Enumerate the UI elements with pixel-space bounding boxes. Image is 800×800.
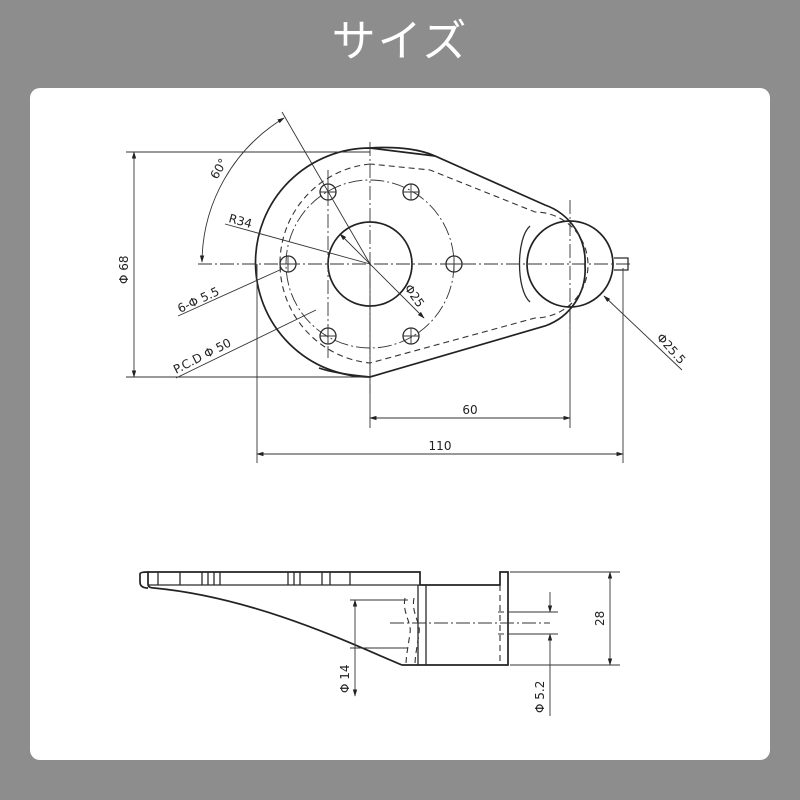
side-view: Φ 14 Φ 5.2 28 — [139, 571, 620, 716]
bolt-hole — [402, 327, 420, 345]
center-distance-label: 60 — [462, 403, 477, 417]
holes-label: 6-Φ 5.5 — [175, 284, 221, 315]
radius-label: R34 — [227, 211, 253, 231]
drawing-panel: 60° R34 Φ 68 6-Φ 5.5 P.C.D Φ 50 Φ25 Φ25.… — [30, 88, 770, 760]
height-label: 28 — [593, 611, 607, 626]
side-profile-outline — [147, 571, 509, 666]
hole-label: Φ 5.2 — [533, 681, 547, 713]
bore-label: Φ 14 — [338, 664, 352, 693]
bracket-outline — [254, 147, 586, 378]
width-label: Φ 68 — [117, 255, 131, 284]
pcd-label: P.C.D Φ 50 — [171, 336, 233, 377]
right-hole-label: Φ25.5 — [654, 331, 689, 367]
plan-view: 60° R34 Φ 68 6-Φ 5.5 P.C.D Φ 50 Φ25 Φ25.… — [117, 111, 689, 463]
page-title: サイズ — [331, 16, 469, 67]
center-hole-label: Φ25 — [402, 282, 428, 310]
bolt-hole — [402, 183, 420, 201]
flange-dashed-line — [279, 163, 589, 364]
angle-label: 60° — [207, 156, 230, 181]
total-length-label: 110 — [429, 439, 452, 453]
technical-drawing: 60° R34 Φ 68 6-Φ 5.5 P.C.D Φ 50 Φ25 Φ25.… — [117, 111, 689, 716]
